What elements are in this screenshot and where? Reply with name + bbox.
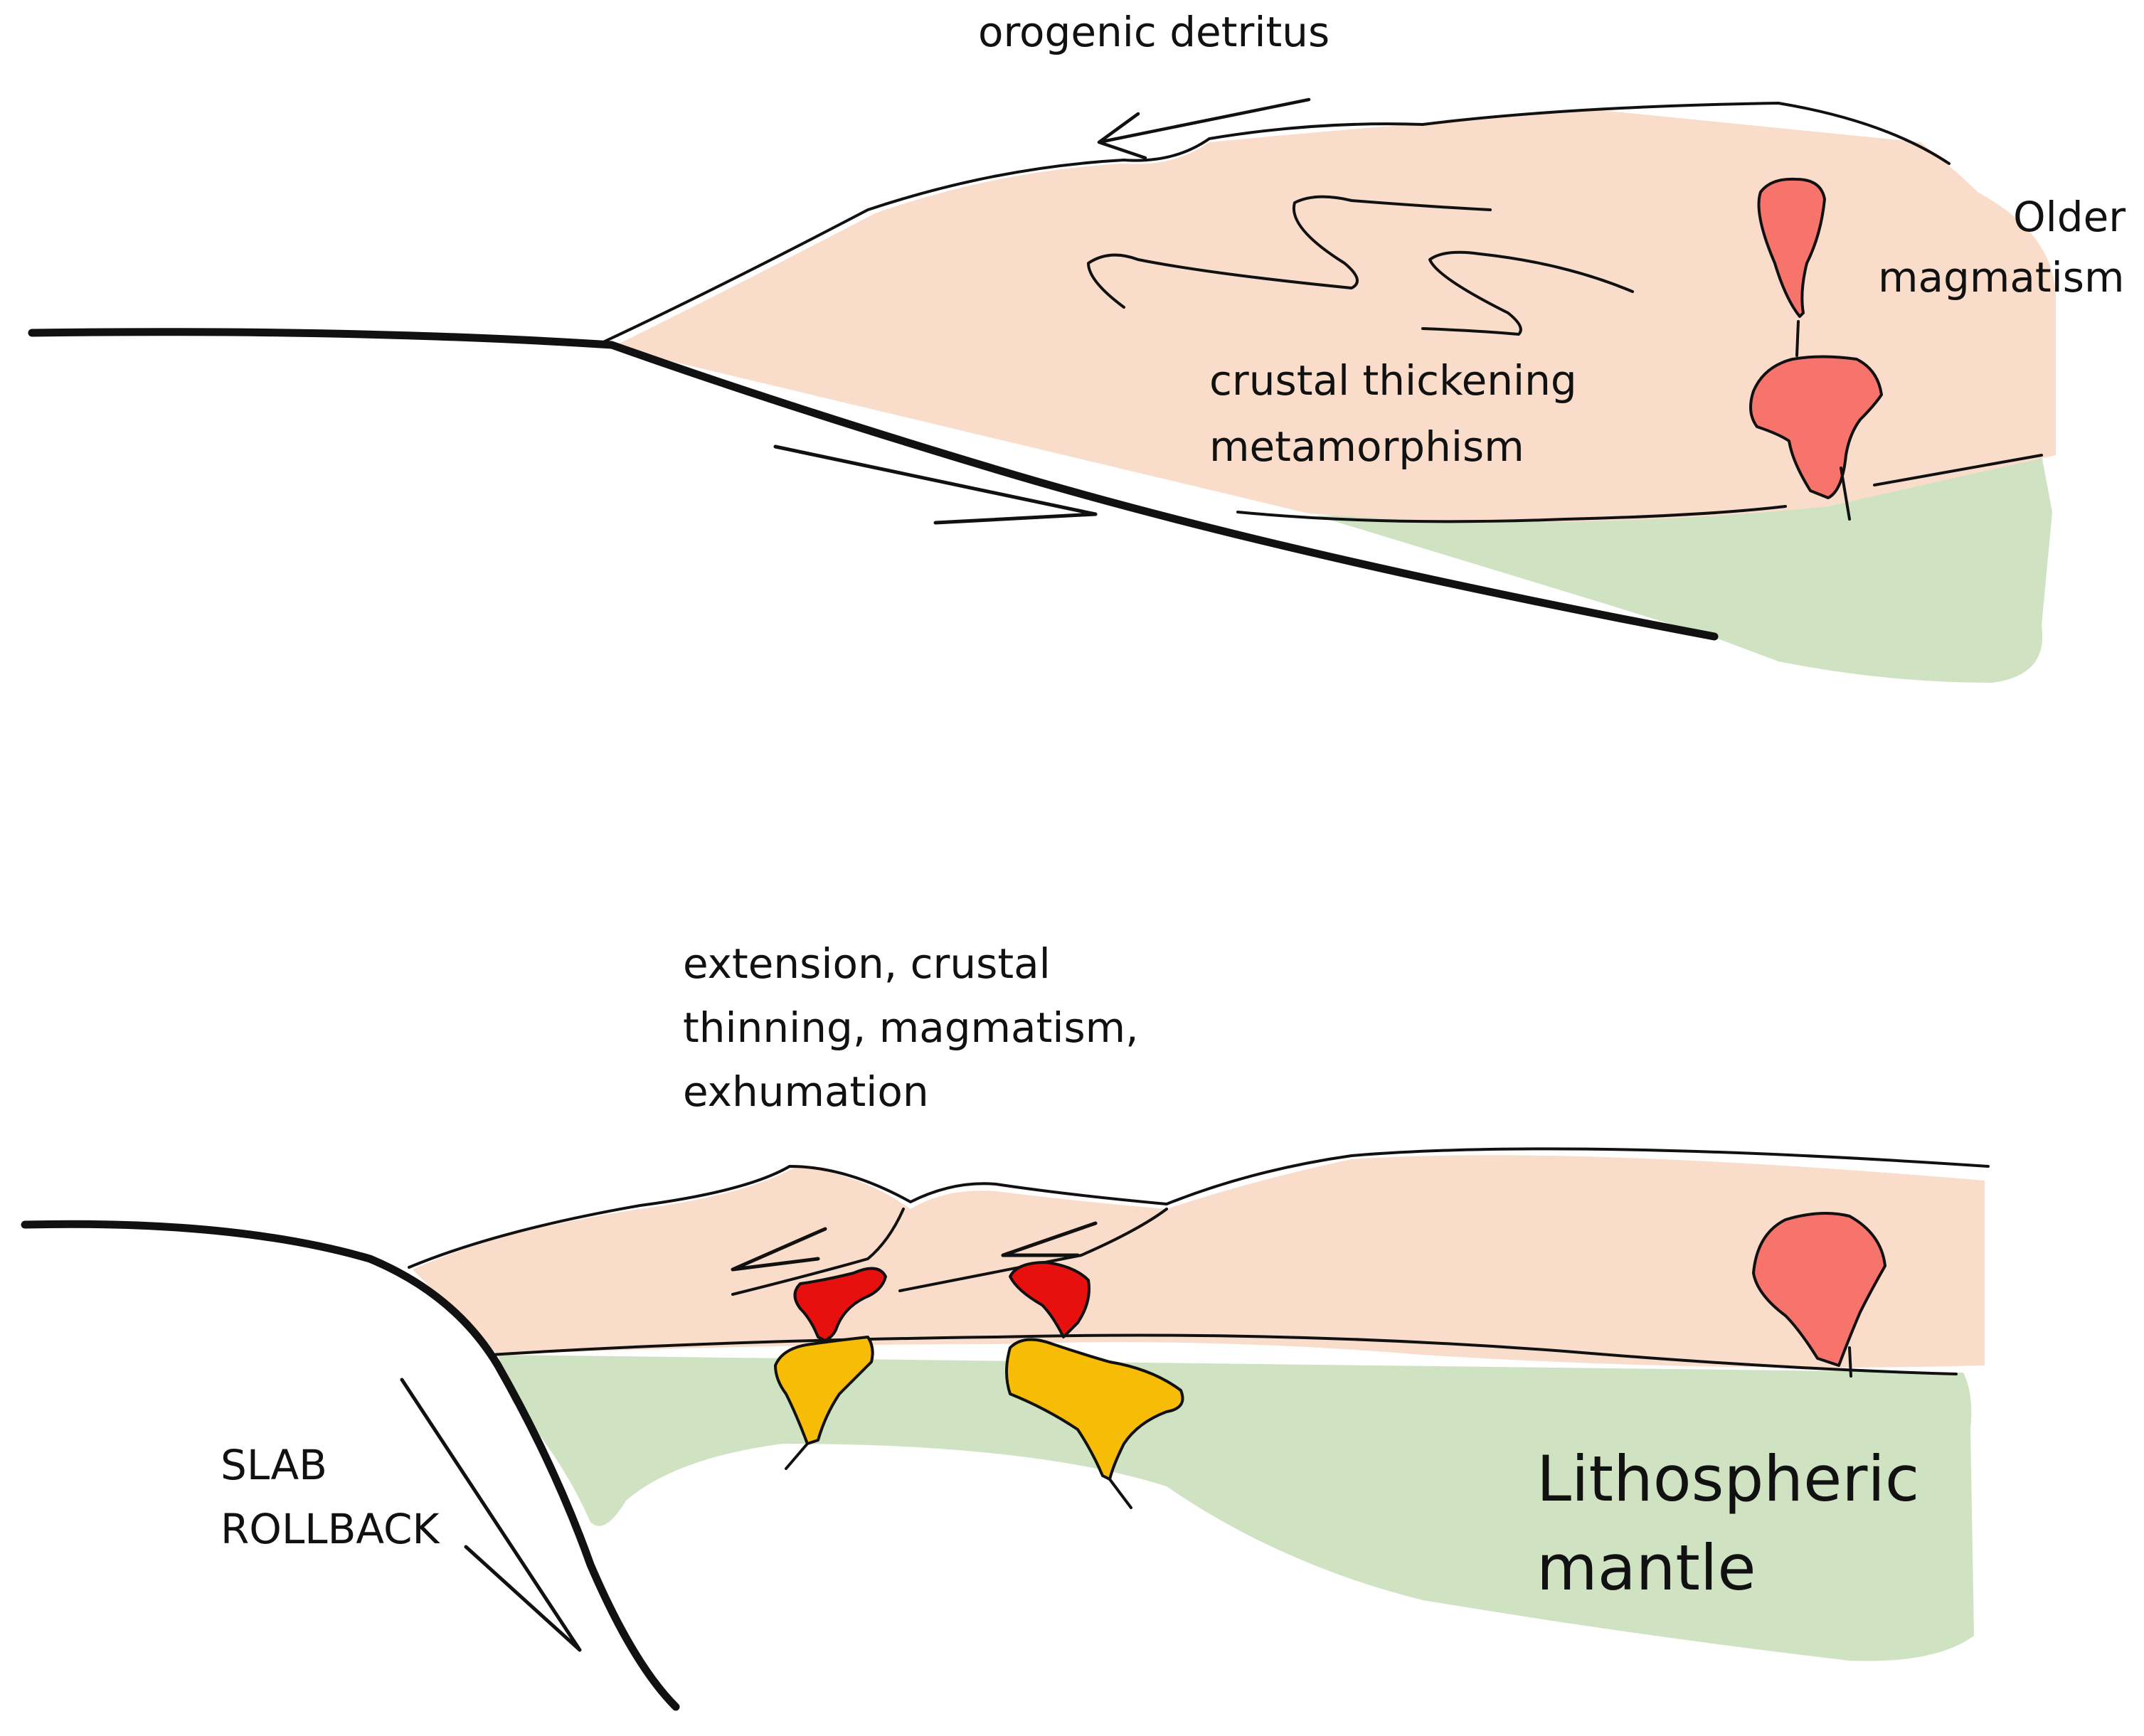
top-panel [28, 97, 2056, 683]
top-crust [612, 110, 2056, 522]
slab-rollback-arrow [400, 1378, 582, 1652]
young-pluton-1 [793, 1267, 887, 1342]
label-extension-1: extension, crustal [683, 939, 1051, 988]
label-mantle: mantle [1537, 1531, 1756, 1604]
label-metamorphism: metamorphism [1209, 422, 1524, 471]
bottom-slab-line [21, 1220, 680, 1711]
label-orogenic-detritus: orogenic detritus [978, 8, 1330, 56]
top-older-pluton-lower [1749, 355, 1883, 499]
fold-trace-1 [1087, 195, 1492, 309]
bottom-moho-line [489, 1333, 1958, 1375]
label-slab: SLAB [221, 1441, 327, 1489]
bottom-pluton-feeder [1848, 1346, 1852, 1378]
fault-2 [898, 1208, 1168, 1292]
bottom-surface-line [408, 1147, 1990, 1269]
label-extension-2: thinning, magmatism, [683, 1003, 1139, 1052]
label-magmatism: magmatism [1878, 253, 2124, 302]
top-surface-line [603, 102, 1951, 343]
bottom-lithospheric-mantle [498, 1355, 1974, 1661]
label-rollback: ROLLBACK [221, 1505, 441, 1553]
label-lithospheric: Lithospheric [1537, 1442, 1919, 1516]
bottom-older-pluton [1752, 1212, 1886, 1367]
fault-1 [731, 1208, 905, 1296]
top-moho-line-right [1873, 454, 2043, 486]
label-extension-3: exhumation [683, 1067, 929, 1116]
mantle-melt-1 [774, 1336, 874, 1445]
label-crustal-thickening: crustal thickening [1209, 356, 1577, 405]
label-older: Older [2013, 193, 2126, 241]
bottom-panel [21, 1147, 1990, 1711]
mantle-melt-2 [1005, 1338, 1184, 1481]
melt-feeders [785, 1339, 1132, 1509]
top-slab-line [28, 328, 1719, 641]
fault-arrow-2 [1001, 1221, 1098, 1257]
top-shear-arrow [773, 444, 1098, 525]
top-pluton-feeder [1795, 320, 1851, 521]
young-pluton-2 [1009, 1261, 1090, 1338]
top-older-pluton-upper [1757, 177, 1826, 318]
detritus-arrow [1097, 97, 1311, 160]
top-lithospheric-mantle [1316, 455, 2052, 683]
fold-trace-2 [1421, 250, 1634, 336]
fault-arrow-1 [731, 1227, 827, 1272]
top-moho-line [1236, 505, 1787, 523]
